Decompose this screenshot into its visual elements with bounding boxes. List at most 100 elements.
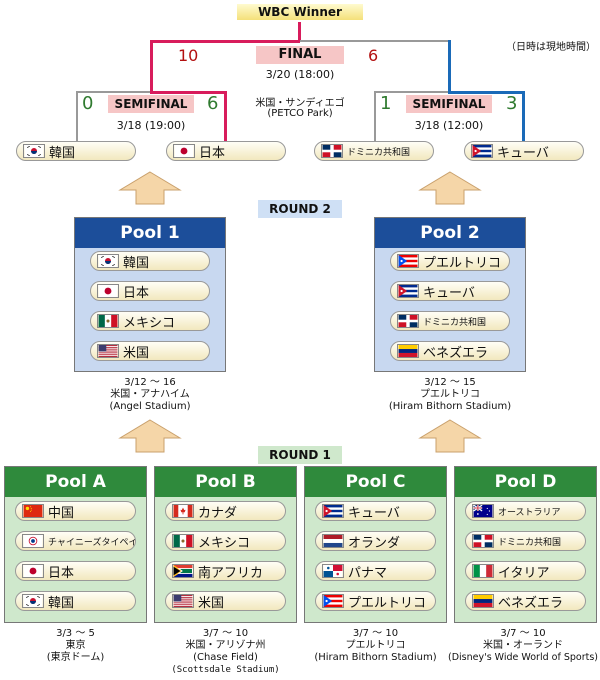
pool-2-team-venezuela[interactable]: ベネズエラ [390,341,510,361]
team-name: 韓国 [49,145,76,161]
pool-1-team-mexico[interactable]: メキシコ [90,311,210,331]
pool-1-team-usa[interactable]: 米国 [90,341,210,361]
pool-d-team-dominican[interactable]: ドミニカ共和国 [465,531,586,551]
pool-1-team-korea[interactable]: 韓国 [90,251,210,271]
pool-2-title: Pool 2 [375,218,525,248]
dominican-flag-icon [397,314,419,328]
pool-1-team-japan[interactable]: 日本 [90,281,210,301]
round2-label: ROUND 2 [258,200,342,218]
semi-left-team-japan[interactable]: 日本 [166,141,286,161]
team-name: 日本 [199,145,226,161]
venue-city: 東京 [65,640,86,651]
pool-a-team-china[interactable]: 中国 [15,501,136,521]
team-name: ドミニカ共和国 [498,537,562,548]
team-name: プエルトリコ [423,255,502,271]
pool-2-team-dominican[interactable]: ドミニカ共和国 [390,311,510,331]
semi-left-team-korea[interactable]: 韓国 [16,141,136,161]
venue-date: 3/7 ～ 10 [500,628,546,639]
venue-stadium: (Hiram Bithorn Stadium) [314,652,437,663]
venue-city: プエルトリコ [345,640,406,651]
semi-right-score-b: 3 [506,93,518,114]
team-name: 米国 [123,345,150,361]
netherlands-flag-icon [322,534,344,548]
japan-flag-icon [173,144,195,158]
venue-stadium: (東京ドーム) [46,652,105,663]
semi-right-team-cuba[interactable]: キューバ [464,141,584,161]
pool-a-venue: 3/3 ～ 5 東京 (東京ドーム) [4,628,147,664]
pool-b-team-mexico[interactable]: メキシコ [165,531,286,551]
team-name: 日本 [48,565,75,581]
team-name: イタリア [498,565,550,581]
pool-c-title: Pool C [305,467,446,497]
pool-a-team-korea[interactable]: 韓国 [15,591,136,611]
semi-right-label: SEMIFINAL [406,95,492,113]
venue-city: プエルトリコ [420,389,480,400]
venue-stadium: (Disney's Wide World of Sports) [448,652,598,663]
pool-d-team-venezuela[interactable]: ベネズエラ [465,591,586,611]
venue-date: 3/7 ～ 10 [352,628,399,639]
venue-stadium: (Angel Stadium) [109,401,191,412]
pool-c-team-puerto-rico[interactable]: プエルトリコ [315,591,436,611]
team-name: メキシコ [123,315,176,331]
team-name: キューバ [348,505,400,521]
final-venue-stadium: (PETCO Park) [267,108,333,119]
pool-c-team-netherlands[interactable]: オランダ [315,531,436,551]
korea-flag-icon [22,594,44,608]
pool-d-team-italy[interactable]: イタリア [465,561,586,581]
cuba-flag-icon [322,504,344,518]
venue-stadium: (Hiram Bithorn Stadium) [388,401,512,412]
team-name: オーストラリア [498,507,561,518]
pool-d-venue: 3/7 ～ 10 米国・オーランド (Disney's Wide World o… [446,628,600,664]
team-name: キューバ [497,145,549,161]
pool-a-title: Pool A [5,467,146,497]
team-name: キューバ [423,285,475,301]
japan-flag-icon [97,284,119,298]
pool-2-team-cuba[interactable]: キューバ [390,281,510,301]
pool-2-venue: 3/12 ～ 15 プエルトリコ (Hiram Bithorn Stadium) [370,377,530,413]
up-arrow-icon [418,419,482,453]
usa-flag-icon [172,594,194,608]
semi-right-team-dominican[interactable]: ドミニカ共和国 [314,141,434,161]
pool-a-team-japan[interactable]: 日本 [15,561,136,581]
team-name: 韓国 [48,595,75,611]
pool-2-team-puerto-rico[interactable]: プエルトリコ [390,251,510,271]
team-name: チャイニーズタイペイ [48,537,136,548]
team-name: ドミニカ共和国 [347,147,411,158]
pool-b-team-canada[interactable]: カナダ [165,501,286,521]
up-arrow-icon [118,171,182,205]
pool-1-title: Pool 1 [75,218,225,248]
pool-d-team-australia[interactable]: オーストラリア [465,501,586,521]
korea-flag-icon [97,254,119,268]
venue-date: 3/12 ～ 16 [124,377,176,388]
venue-city: 米国・オーランド [483,640,563,651]
team-name: 中国 [48,505,75,521]
team-name: カナダ [198,505,238,521]
pool-c-team-cuba[interactable]: キューバ [315,501,436,521]
pool-c-team-panama[interactable]: パナマ [315,561,436,581]
semi-left-date: 3/18 (19:00) [116,119,186,132]
chinese-taipei-flag-icon [22,534,44,548]
team-name: メキシコ [198,535,251,551]
canada-flag-icon [172,504,194,518]
semi-right-score-a: 1 [380,93,392,114]
venue-city: 米国・アリゾナ州 [185,640,266,651]
team-name: 南アフリカ [198,565,264,581]
pool-b-team-usa[interactable]: 米国 [165,591,286,611]
final-score-left: 10 [178,46,199,65]
mexico-flag-icon [172,534,194,548]
mexico-flag-icon [97,314,119,328]
pool-b-title: Pool B [155,467,296,497]
cuba-flag-icon [397,284,419,298]
team-name: パナマ [348,565,388,581]
pool-b-team-south-africa[interactable]: 南アフリカ [165,561,286,581]
team-name: ベネズエラ [423,345,489,361]
pool-a-team-chinese-taipei[interactable]: チャイニーズタイペイ [15,531,136,551]
final-label: FINAL [256,46,344,64]
puerto-rico-flag-icon [397,254,419,268]
dominican-flag-icon [321,144,343,158]
australia-flag-icon [472,504,494,518]
venue-city: 米国・アナハイム [110,389,190,400]
korea-flag-icon [23,144,45,158]
japan-flag-icon [22,564,44,578]
pool-b-venue: 3/7 ～ 10 米国・アリゾナ州 (Chase Field) (Scottsd… [150,628,301,676]
